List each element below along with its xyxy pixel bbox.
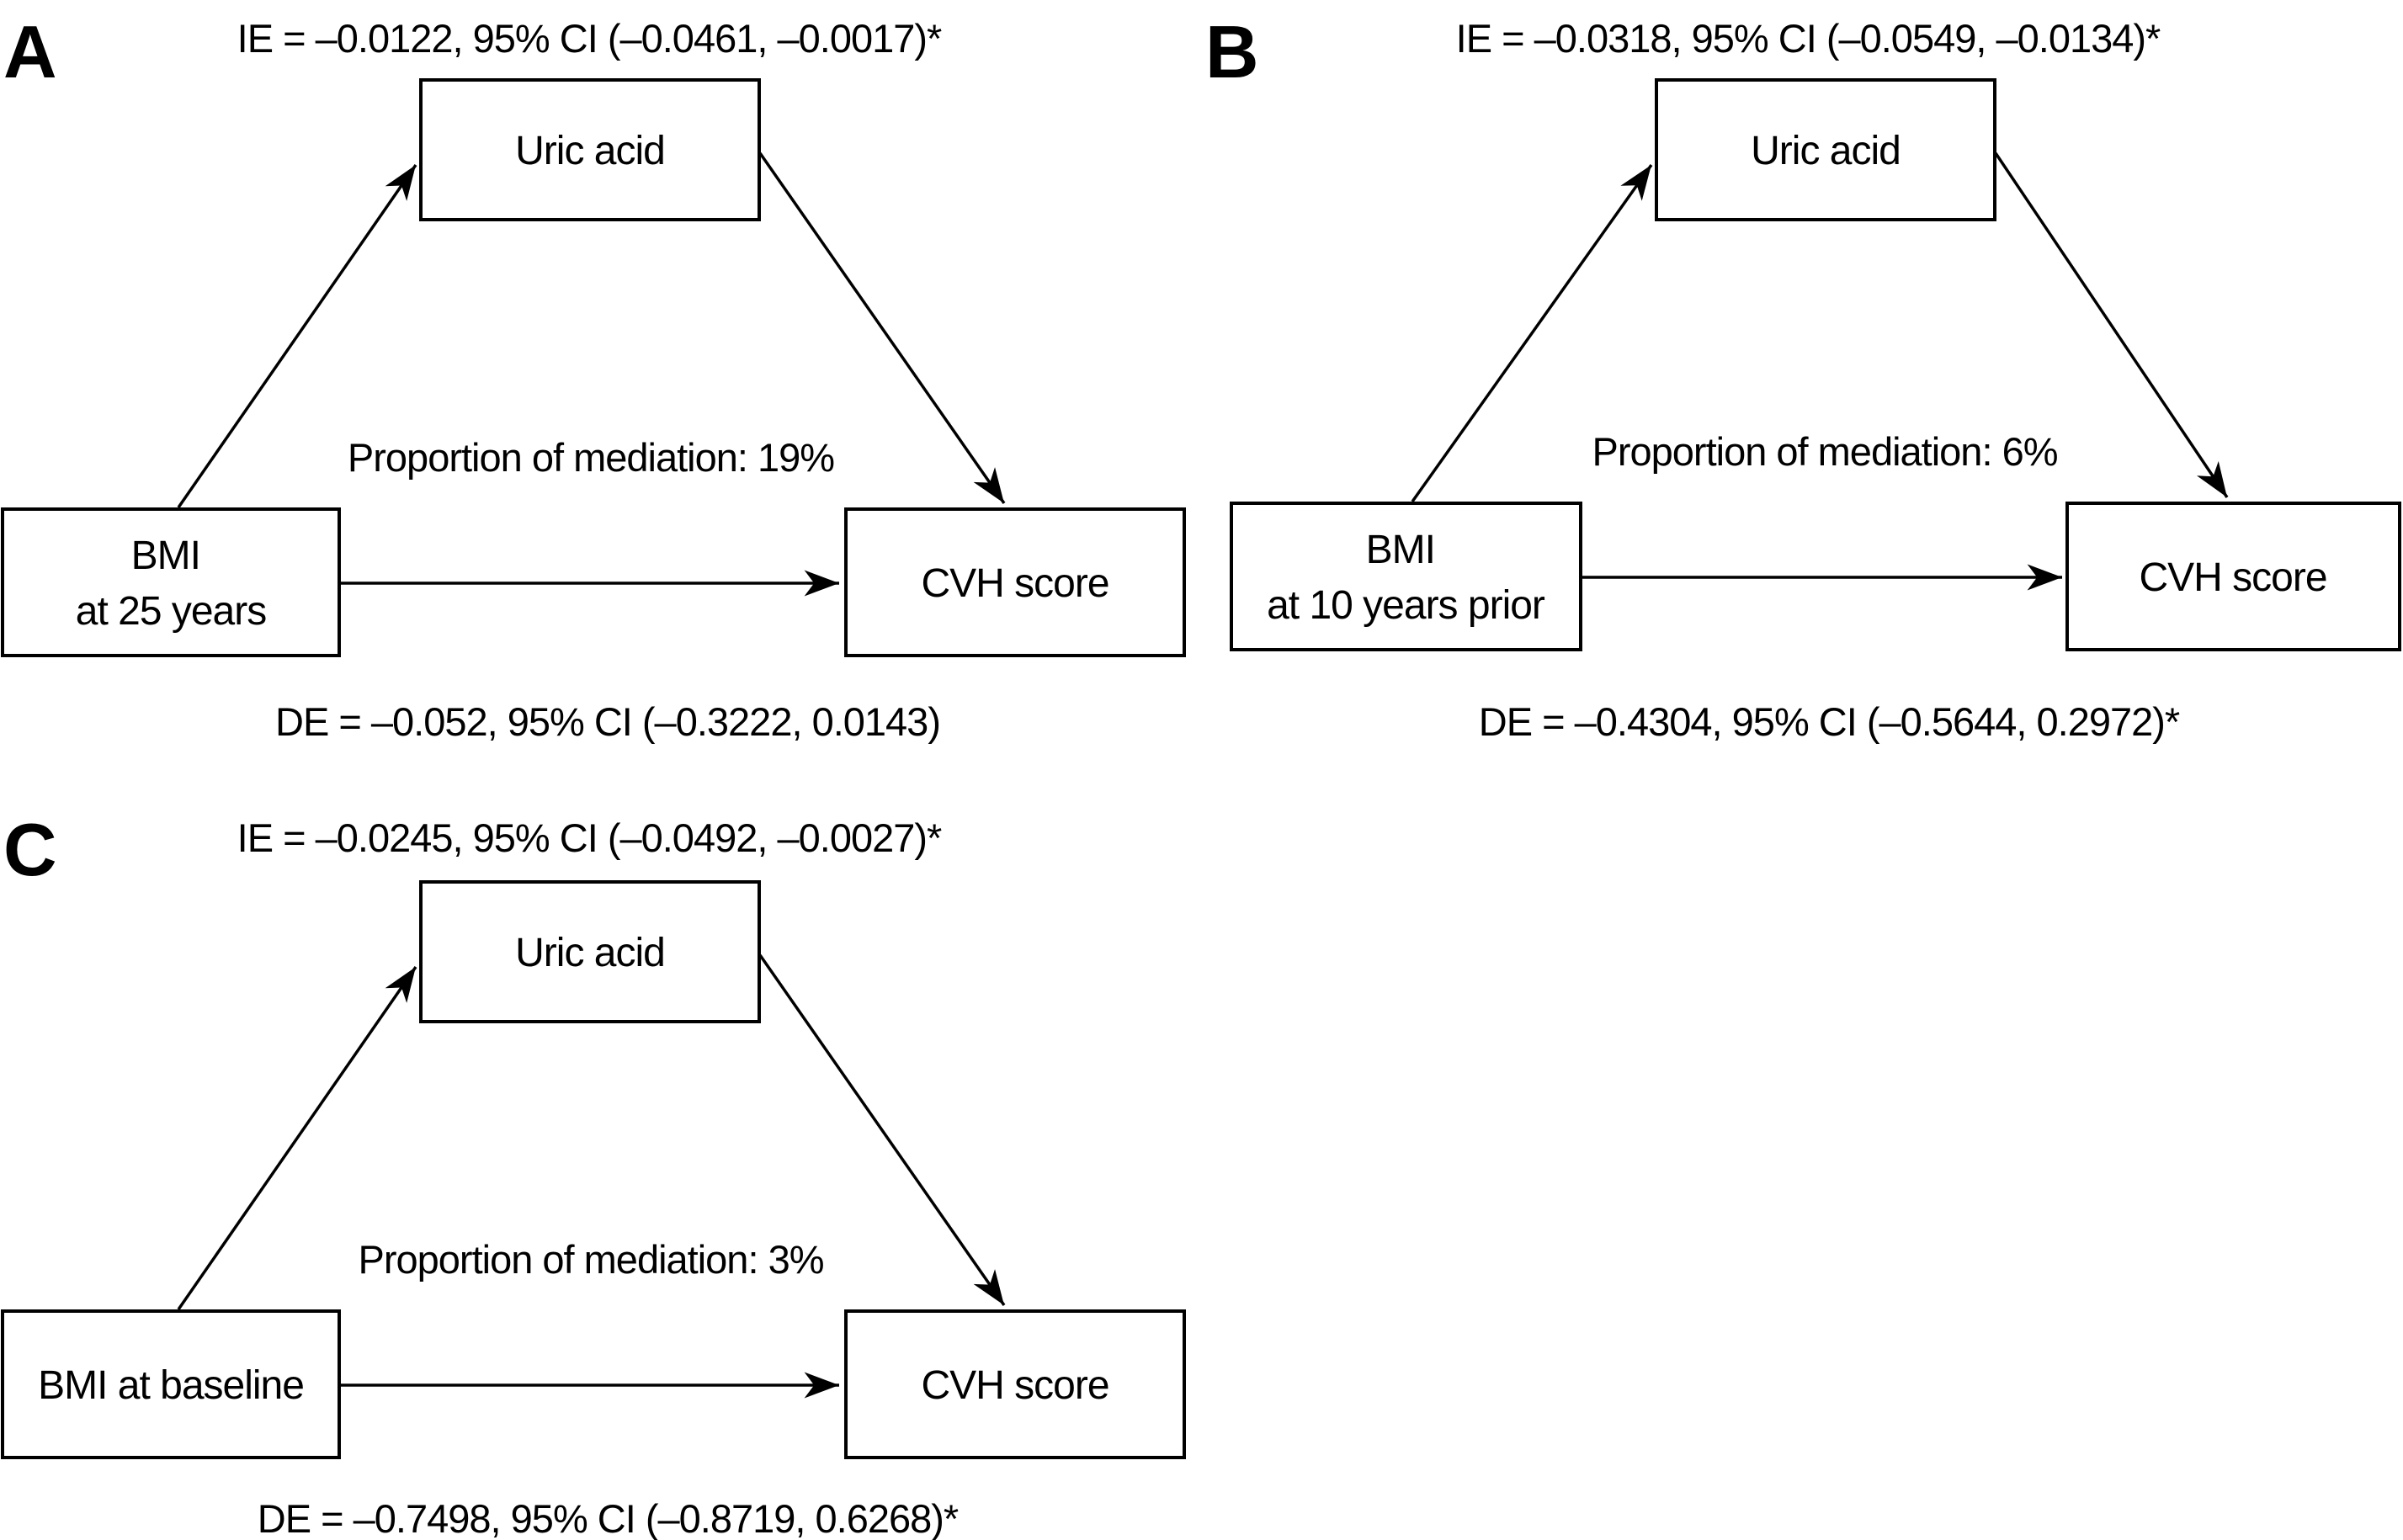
panel-b-arrow-mediator-to-outcome <box>1994 152 2229 498</box>
panel-a-outcome-box <box>844 507 1186 657</box>
panel-a-arrow-exposure-to-mediator <box>177 164 417 508</box>
panel-b-letter: B <box>1205 10 1258 93</box>
panel-c-arrow-exposure-to-mediator <box>177 966 417 1310</box>
panel-b-arrow-exposure-to-mediator <box>1411 163 1653 503</box>
panel-b-exposure-line2: at 10 years prior <box>1267 583 1545 628</box>
panel-a-exposure-line1: BMI <box>131 534 200 578</box>
panel-b: B IE = –0.0318, 95% CI (–0.0549, –0.0134… <box>1205 10 2401 744</box>
panel-a-mediator-box <box>419 78 761 221</box>
panel-b-direct-effect-label: DE = –0.4304, 95% CI (–0.5644, 0.2972)* <box>1479 699 2180 744</box>
panel-a-proportion-label: Proportion of mediation: 19% <box>348 435 834 480</box>
panel-b-exposure-box <box>1230 502 1582 651</box>
panel-c-arrow-mediator-to-outcome <box>758 953 1006 1307</box>
panel-b-exposure-label: BMI at 10 years prior <box>1267 528 1545 628</box>
panel-a-outcome-label: CVH score <box>921 561 1108 606</box>
panel-c-proportion-label: Proportion of mediation: 3% <box>359 1237 824 1282</box>
panel-b-exposure-line1: BMI <box>1366 528 1435 572</box>
panel-a-exposure-line2: at 25 years <box>76 589 266 634</box>
panel-c-letter: C <box>3 808 56 891</box>
panel-c-direct-effect-label: DE = –0.7498, 95% CI (–0.8719, 0.6268)* <box>258 1496 959 1540</box>
panel-a-direct-effect-label: DE = –0.052, 95% CI (–0.3222, 0.0143) <box>275 699 940 744</box>
panel-a-arrow-mediator-to-outcome <box>758 151 1006 505</box>
panel-c-exposure-label: BMI at baseline <box>38 1363 304 1408</box>
panel-b-mediator-box <box>1655 78 1996 221</box>
panel-c-indirect-effect-label: IE = –0.0245, 95% CI (–0.0492, –0.0027)* <box>237 815 942 860</box>
panel-c-outcome-box <box>844 1309 1186 1459</box>
panel-b-outcome-label: CVH score <box>2139 555 2326 600</box>
panel-a-indirect-effect-label: IE = –0.0122, 95% CI (–0.0461, –0.0017)* <box>237 16 942 61</box>
panel-b-indirect-effect-label: IE = –0.0318, 95% CI (–0.0549, –0.0134)* <box>1456 16 2161 61</box>
panel-a-exposure-box <box>1 507 341 657</box>
panel-a: A IE = –0.0122, 95% CI (–0.0461, –0.0017… <box>1 10 1186 744</box>
panel-a-exposure-label: BMI at 25 years <box>76 534 266 634</box>
panel-b-mediator-label: Uric acid <box>1751 129 1901 173</box>
panel-a-letter: A <box>3 10 56 93</box>
panel-c-outcome-label: CVH score <box>921 1363 1108 1408</box>
panel-c-mediator-label: Uric acid <box>515 931 665 975</box>
panel-b-proportion-label: Proportion of mediation: 6% <box>1592 429 2058 474</box>
panel-b-outcome-box <box>2065 502 2401 651</box>
panel-c-exposure-box <box>1 1309 341 1459</box>
panel-a-mediator-label: Uric acid <box>515 129 665 173</box>
panel-c: C IE = –0.0245, 95% CI (–0.0492, –0.0027… <box>1 808 1186 1540</box>
panel-c-mediator-box <box>419 880 761 1023</box>
